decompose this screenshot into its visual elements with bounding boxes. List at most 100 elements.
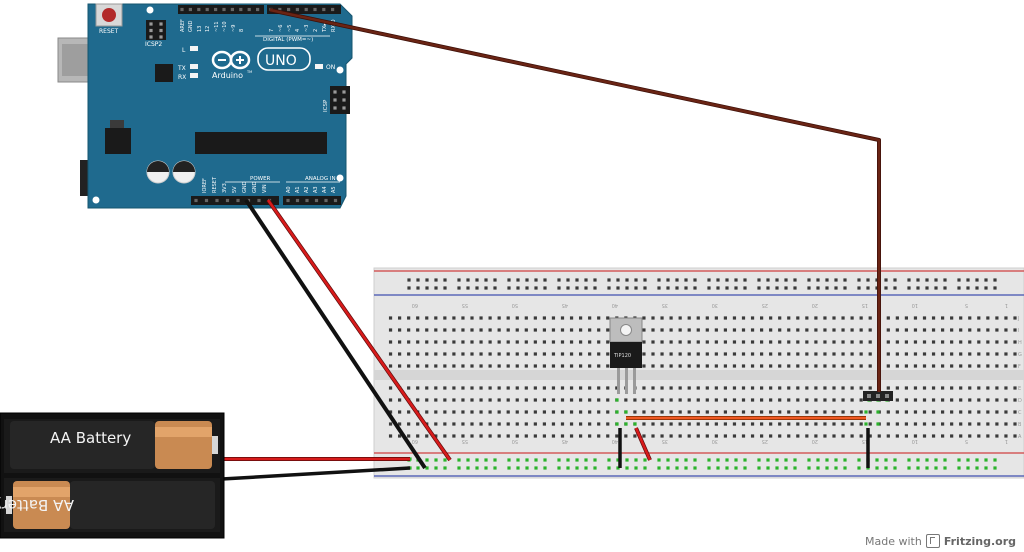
breadboard-hole — [778, 422, 782, 426]
breadboard-hole — [732, 364, 737, 368]
breadboard-hole — [597, 398, 601, 402]
rx-led-label: RX — [178, 74, 186, 81]
signal-wire[interactable] — [269, 8, 881, 392]
rail-hole-active — [457, 458, 461, 462]
breadboard-hole — [805, 398, 809, 402]
rail-hole — [757, 286, 761, 290]
battery-cell-1-wrap — [10, 421, 155, 469]
arduino-vin-wire[interactable] — [266, 199, 452, 461]
rail-hole — [666, 286, 670, 290]
breadboard-hole — [868, 352, 872, 356]
breadboard-hole — [931, 434, 936, 438]
breadboard-hole — [388, 364, 393, 368]
reset-label: RESET — [99, 28, 119, 35]
arduino-gnd-wire[interactable] — [244, 198, 427, 470]
breadboard-hole — [723, 398, 727, 402]
breadboard-hole — [760, 434, 764, 438]
breadboard-hole — [913, 410, 918, 414]
breadboard-column-number: 50 — [512, 438, 518, 444]
rail-hole — [534, 286, 538, 290]
breadboard-hole — [723, 364, 727, 368]
breadboard-hole — [479, 328, 483, 332]
fritzing-brand[interactable]: Fritzing.org — [943, 534, 1016, 548]
breadboard-hole — [588, 340, 592, 344]
rail-hole-active — [825, 458, 829, 462]
power-analog-pin-label: A5 — [331, 186, 337, 193]
breadboard-hole — [1013, 422, 1017, 426]
rail-hole — [857, 286, 861, 290]
breadboard-hole — [642, 386, 646, 390]
breadboard-hole — [588, 434, 592, 438]
rail-hole — [766, 286, 770, 290]
breadboard-hole — [950, 422, 954, 426]
breadboard-hole — [850, 386, 854, 390]
transistor-jumper[interactable] — [634, 427, 652, 461]
breadboard-hole — [850, 398, 854, 402]
breadboard-hole — [995, 422, 999, 426]
rail-hole-active — [643, 458, 647, 462]
breadboard-hole — [615, 434, 619, 438]
breadboard-hole — [705, 328, 709, 332]
battery-cell-1-highlight — [155, 427, 212, 437]
rail-hole — [934, 278, 938, 282]
rail-hole — [416, 286, 420, 290]
breadboard-active-holes — [407, 398, 997, 470]
rail-hole-active — [516, 466, 520, 470]
digital-pin-label: 12 — [205, 26, 211, 32]
battery-cell-1-terminal — [212, 436, 218, 454]
breadboard-hole — [687, 386, 691, 390]
rail-hole-active — [657, 458, 661, 462]
breadboard-hole — [452, 434, 456, 438]
breadboard-column-number: 5 — [965, 438, 968, 444]
breadboard-hole — [588, 410, 592, 414]
transistor-leg-collector — [625, 368, 628, 394]
rail-hole — [834, 286, 838, 290]
mount-hole — [336, 66, 344, 74]
battery-black-wire[interactable] — [221, 466, 411, 481]
breadboard-hole — [560, 352, 565, 356]
rail-hole — [584, 278, 588, 282]
rail-hole — [675, 278, 679, 282]
breadboard-hole — [669, 352, 673, 356]
rail-hole — [566, 278, 570, 282]
icsp-pin — [333, 106, 337, 110]
rail-hole-active — [916, 458, 920, 462]
breadboard-hole — [506, 398, 510, 402]
breadboard-hole — [705, 422, 709, 426]
breadboard-hole-active — [624, 422, 628, 426]
reset-button-cap[interactable] — [102, 8, 116, 22]
tx-led — [190, 64, 198, 69]
rail-hole-active — [766, 466, 770, 470]
breadboard-hole — [488, 422, 492, 426]
breadboard-hole — [1013, 352, 1017, 356]
rail-hole-active — [625, 458, 629, 462]
rail-hole — [925, 286, 929, 290]
breadboard-hole — [696, 422, 700, 426]
breadboard-hole — [977, 364, 981, 368]
breadboard-hole — [904, 386, 908, 390]
rail-hole — [625, 278, 629, 282]
rail-hole — [943, 286, 947, 290]
breadboard-hole — [769, 352, 773, 356]
battery-cell-2-wrap — [70, 481, 215, 529]
battery-cell-2-highlight — [13, 487, 70, 497]
rail-hole — [543, 278, 547, 282]
breadboard-hole — [687, 398, 691, 402]
breadboard-hole — [913, 328, 918, 332]
digital-header-right — [267, 5, 341, 14]
rail-hole — [807, 286, 811, 290]
breadboard-hole — [533, 422, 537, 426]
transistor-body — [610, 342, 642, 368]
breadboard-hole — [425, 352, 429, 356]
arduino-logo — [211, 50, 251, 70]
breadboard-hole — [968, 410, 972, 414]
rail-hole-active — [793, 458, 797, 462]
rail-hole — [457, 286, 461, 290]
breadboard-hole — [470, 422, 474, 426]
breadboard-hole — [931, 352, 936, 356]
breadboard-hole — [443, 364, 447, 368]
breadboard-hole — [968, 422, 972, 426]
breadboard-hole — [687, 422, 691, 426]
breadboard-hole — [569, 352, 574, 356]
breadboard-hole — [922, 398, 927, 402]
